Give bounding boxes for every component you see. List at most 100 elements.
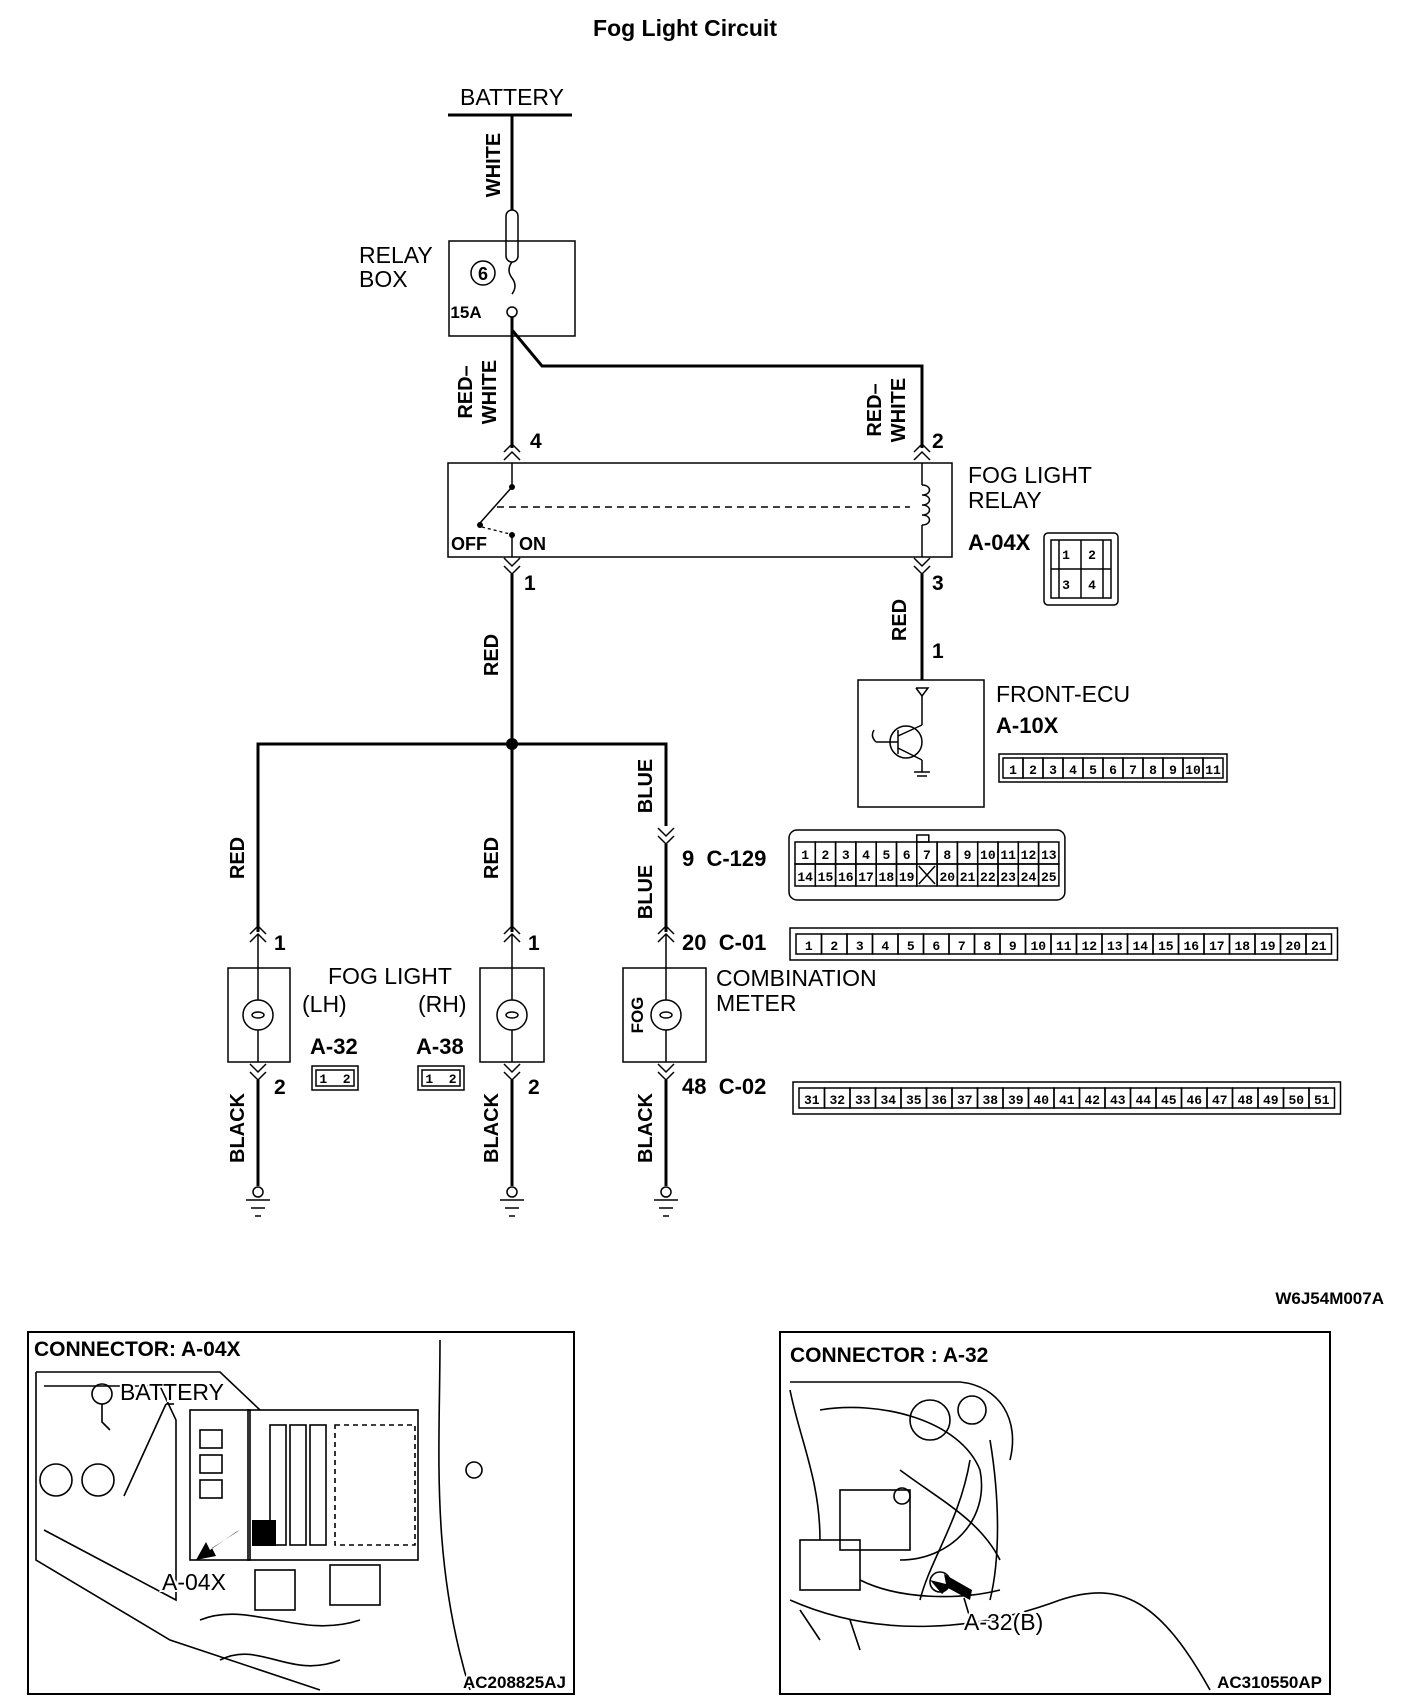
photo-left-title: CONNECTOR: A-04X xyxy=(34,1338,241,1361)
chevron-relay-3 xyxy=(913,557,931,568)
photo-right-code: AC310550AP xyxy=(1217,1673,1322,1692)
fog-lh-code: A-32 xyxy=(310,1034,358,1059)
combination-meter-2: METER xyxy=(716,990,797,1016)
wire-label-red-white-right-1: RED– xyxy=(864,383,886,436)
c01-pin: 4 xyxy=(881,939,889,954)
photo-left-arrow-label: A-04X xyxy=(162,1569,226,1595)
c01-pin: 5 xyxy=(907,939,915,954)
fog-light-relay xyxy=(447,462,953,558)
battery-label: BATTERY xyxy=(460,84,564,110)
relay-on-label: ON xyxy=(519,534,546,554)
relay-off-label: OFF xyxy=(451,534,487,554)
connector-a38: 1 2 xyxy=(417,1065,465,1091)
c129-pin: 25 xyxy=(1041,870,1057,885)
c129-pin: 6 xyxy=(903,848,911,863)
wire-branch-to-relay-2 xyxy=(510,329,924,448)
c01-pin: 12 xyxy=(1081,939,1097,954)
c129-pin: 24 xyxy=(1021,870,1037,885)
wire-label-red-ecu: RED xyxy=(889,599,911,641)
fog-light-lh-label: (LH) xyxy=(302,991,347,1017)
wire-red-branch-left xyxy=(256,742,512,932)
fog-relay-label-2: RELAY xyxy=(968,487,1042,513)
c129-pin: 17 xyxy=(858,870,874,885)
c02-pin: 50 xyxy=(1288,1093,1304,1108)
diagram-title: Fog Light Circuit xyxy=(593,15,777,41)
c01-pin: 18 xyxy=(1234,939,1250,954)
photo-right-title: CONNECTOR : A-32 xyxy=(790,1344,988,1367)
c02-pin: 39 xyxy=(1008,1093,1024,1108)
svg-text:1 2: 1 2 xyxy=(425,1072,456,1087)
c01-pin: 6 xyxy=(932,939,940,954)
c01-pin: 17 xyxy=(1209,939,1225,954)
c129-pin: 3 xyxy=(842,848,850,863)
fuse-element xyxy=(508,261,516,295)
c01-pin: 14 xyxy=(1132,939,1148,954)
fog-relay-label-1: FOG LIGHT xyxy=(968,462,1092,488)
c01-pin: 15 xyxy=(1158,939,1174,954)
fog-relay-code: A-04X xyxy=(968,530,1031,555)
c02-pin: 49 xyxy=(1263,1093,1279,1108)
wire-label-blue-bottom: BLUE xyxy=(635,865,657,919)
c129-pin: 22 xyxy=(980,870,996,885)
c02-cell xyxy=(1308,1087,1336,1109)
a10x-pin: 11 xyxy=(1205,763,1221,778)
relay-pin-1: 1 xyxy=(524,572,536,595)
chevron-c129 xyxy=(657,827,675,838)
c129-pin: 16 xyxy=(838,870,854,885)
c02-pin: 35 xyxy=(906,1093,922,1108)
fog-lh-pin-bottom: 2 xyxy=(274,1076,286,1099)
c129-label: 9 C-129 xyxy=(682,846,766,871)
c129-cell xyxy=(1037,863,1060,887)
c129-pin: 19 xyxy=(899,870,915,885)
c02-pin: 43 xyxy=(1110,1093,1126,1108)
a10x-pin: 3 xyxy=(1049,763,1057,778)
wire-label-red-white-right-2: WHITE xyxy=(888,378,910,442)
c02-pin: 44 xyxy=(1135,1093,1151,1108)
c129-pin: 13 xyxy=(1041,848,1057,863)
c01-pin: 2 xyxy=(830,939,838,954)
chevron-relay-3b xyxy=(913,565,931,576)
c129-pin: 20 xyxy=(939,870,955,885)
a10x-pin: 1 xyxy=(1009,763,1017,778)
c129-pin: 18 xyxy=(879,870,895,885)
c01-pin: 19 xyxy=(1260,939,1276,954)
fog-rh-pin-top: 1 xyxy=(528,932,540,955)
figure-code: W6J54M007A xyxy=(1275,1289,1384,1308)
c02-pin: 32 xyxy=(829,1093,845,1108)
wire-label-red-lh: RED xyxy=(227,837,249,879)
a10x-pin: 10 xyxy=(1185,763,1201,778)
photo-connector-a32 xyxy=(779,1331,1331,1695)
c129-pin: 4 xyxy=(862,848,870,863)
front-ecu-name: FRONT-ECU xyxy=(996,681,1130,707)
relay-pin-2: 2 xyxy=(932,430,944,453)
fog-rh-pin-bottom: 2 xyxy=(528,1076,540,1099)
c01-pin: 11 xyxy=(1056,939,1072,954)
c02-pin: 36 xyxy=(931,1093,947,1108)
c02-pin: 42 xyxy=(1084,1093,1100,1108)
combination-meter-1: COMBINATION xyxy=(716,965,877,991)
svg-text:1: 1 xyxy=(1062,548,1070,563)
c02-pin: 31 xyxy=(804,1093,820,1108)
front-ecu xyxy=(857,679,985,808)
c129-pin: 12 xyxy=(1021,848,1037,863)
svg-text:2: 2 xyxy=(1088,548,1096,563)
c02-pin: 48 xyxy=(1237,1093,1253,1108)
fuse-number-circle xyxy=(470,260,496,286)
combination-meter-lamp xyxy=(622,924,707,1082)
fuse-terminal xyxy=(506,306,518,318)
chevron-relay-1 xyxy=(503,557,521,568)
a10x-pin: 5 xyxy=(1089,763,1097,778)
wire-blue-branch xyxy=(512,742,668,826)
fuse-connector xyxy=(505,209,519,263)
relay-switch-blade xyxy=(479,486,513,524)
wire-label-red-white-left-2: WHITE xyxy=(479,360,501,424)
c129-pin: 21 xyxy=(960,870,976,885)
c02-pin: 40 xyxy=(1033,1093,1049,1108)
fog-lh-pin-top: 1 xyxy=(274,932,286,955)
c129-pin: 15 xyxy=(818,870,834,885)
a10x-pin: 8 xyxy=(1149,763,1157,778)
a10x-pin: 9 xyxy=(1169,763,1177,778)
